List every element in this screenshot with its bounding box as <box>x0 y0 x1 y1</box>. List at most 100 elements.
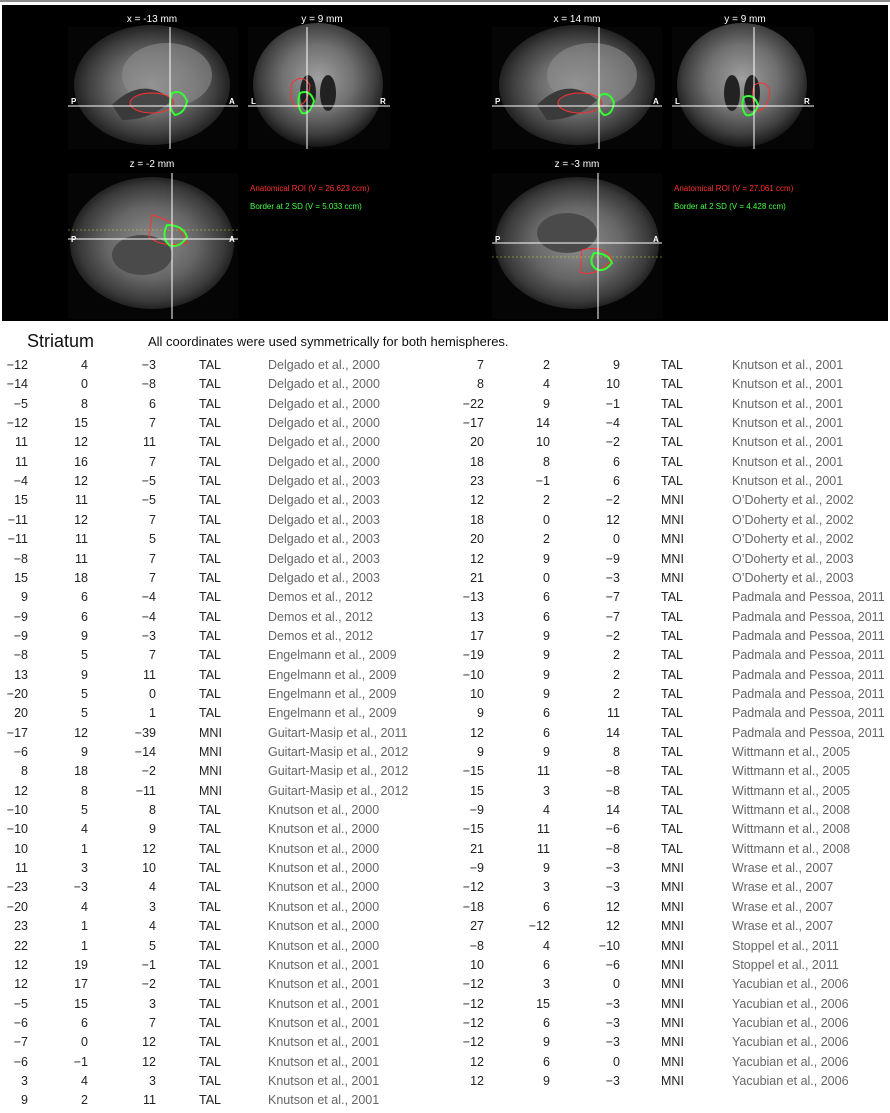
reference: O’Doherty et al., 2002 <box>732 493 854 508</box>
coordinate-system: TAL <box>199 686 221 701</box>
reference: Padmala and Pessoa, 2011 <box>732 667 885 682</box>
coordinate-system: MNI <box>661 1015 684 1030</box>
z-coordinate: −3 <box>141 628 156 643</box>
coordinate-system: TAL <box>199 396 221 411</box>
y-coordinate: −1 <box>535 474 550 489</box>
left-legend-roi: Anatomical ROI (V = 26.623 ccm) <box>250 184 370 193</box>
coordinate-system: MNI <box>199 783 222 798</box>
x-coordinate: −12 <box>462 880 484 895</box>
x-coordinate: 8 <box>21 764 28 779</box>
coordinate-system: TAL <box>199 861 221 876</box>
reference: Engelmann et al., 2009 <box>268 667 397 682</box>
coordinate-system: MNI <box>661 899 684 914</box>
left-legend-border: Border at 2 SD (V = 5.033 ccm) <box>250 202 362 211</box>
x-coordinate: −14 <box>6 377 28 392</box>
left-axial-label: z = -2 mm <box>129 159 175 170</box>
y-coordinate: 0 <box>81 377 88 392</box>
coordinate-system: TAL <box>199 628 221 643</box>
y-coordinate: 19 <box>74 957 88 972</box>
y-coordinate: 11 <box>75 532 88 547</box>
y-coordinate: 6 <box>543 1015 550 1030</box>
y-coordinate: 1 <box>81 938 88 953</box>
x-coordinate: −5 <box>13 996 28 1011</box>
y-coordinate: 6 <box>543 590 550 605</box>
z-coordinate: −3 <box>605 880 620 895</box>
z-coordinate: 11 <box>143 1093 156 1108</box>
reference: Yacubian et al., 2006 <box>732 1015 849 1030</box>
y-coordinate: 11 <box>537 764 550 779</box>
coordinate-system: TAL <box>661 667 683 682</box>
reference: Delgado et al., 2003 <box>268 512 380 527</box>
z-coordinate: 7 <box>149 551 156 566</box>
x-coordinate: 15 <box>14 493 28 508</box>
right-axial-slice <box>492 173 662 319</box>
z-coordinate: 6 <box>613 454 620 469</box>
coordinate-system: TAL <box>661 706 683 721</box>
x-coordinate: 20 <box>470 435 484 450</box>
x-coordinate: 20 <box>470 532 484 547</box>
z-coordinate: −4 <box>605 416 620 431</box>
y-coordinate: 0 <box>543 570 550 585</box>
z-coordinate: −2 <box>605 435 620 450</box>
x-coordinate: 9 <box>21 1093 28 1108</box>
y-coordinate: 2 <box>543 358 550 372</box>
z-coordinate: −3 <box>605 1015 620 1030</box>
y-coordinate: 8 <box>543 454 550 469</box>
right-legend-border: Border at 2 SD (V = 4.428 ccm) <box>674 202 786 211</box>
reference: Padmala and Pessoa, 2011 <box>732 628 885 643</box>
y-coordinate: 16 <box>74 454 88 469</box>
z-coordinate: 7 <box>149 416 156 431</box>
y-coordinate: 6 <box>81 590 88 605</box>
coordinate-system: TAL <box>661 358 683 372</box>
x-coordinate: 21 <box>470 841 484 856</box>
z-coordinate: 12 <box>142 1035 156 1050</box>
coordinate-system: TAL <box>199 358 221 372</box>
coordinate-system: MNI <box>661 512 684 527</box>
y-coordinate: 9 <box>543 667 550 682</box>
reference: Delgado et al., 2000 <box>268 435 380 450</box>
coordinate-system: TAL <box>199 435 221 450</box>
y-coordinate: 4 <box>81 1073 88 1088</box>
z-coordinate: −9 <box>605 551 620 566</box>
reference: Knutson et al., 2000 <box>268 841 380 856</box>
z-coordinate: −3 <box>605 570 620 585</box>
x-coordinate: 12 <box>470 551 484 566</box>
y-coordinate: 0 <box>543 512 550 527</box>
coordinate-system: TAL <box>661 822 683 837</box>
left-coronal-label: y = 9 mm <box>301 14 343 25</box>
y-coordinate: 6 <box>81 609 88 624</box>
z-coordinate: −3 <box>605 996 620 1011</box>
y-coordinate: −3 <box>73 880 88 895</box>
z-coordinate: −11 <box>135 783 156 798</box>
z-coordinate: −3 <box>605 861 620 876</box>
coordinate-system: TAL <box>199 880 221 895</box>
reference: Knutson et al., 2000 <box>268 822 380 837</box>
coordinate-system: TAL <box>199 977 221 992</box>
z-coordinate: 9 <box>149 822 156 837</box>
y-coordinate: 6 <box>543 957 550 972</box>
z-coordinate: −2 <box>141 764 156 779</box>
coordinate-system: MNI <box>661 996 684 1011</box>
left-cor-r: R <box>380 97 386 106</box>
y-coordinate: 11 <box>75 493 88 508</box>
coordinate-system: TAL <box>199 1073 221 1088</box>
z-coordinate: 6 <box>613 474 620 489</box>
reference: Delgado et al., 2003 <box>268 474 380 489</box>
y-coordinate: 14 <box>536 416 550 431</box>
